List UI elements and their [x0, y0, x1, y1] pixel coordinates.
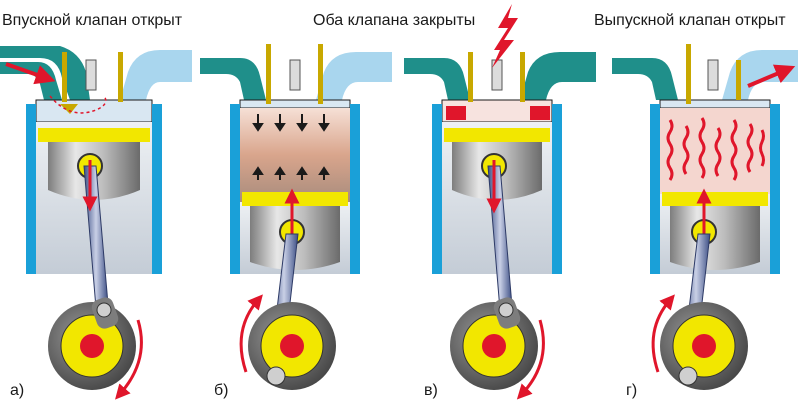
intake-flow-arrow	[5, 62, 56, 85]
stage-letter-a: а)	[10, 382, 25, 399]
stage-c-power	[404, 4, 596, 400]
stage-d-exhaust	[612, 44, 798, 390]
burned-gas-waves	[666, 117, 765, 181]
stage-letter-c: в)	[424, 382, 438, 399]
compression-arrows	[252, 114, 330, 180]
intake-pipe	[0, 46, 90, 100]
stage-a-intake	[0, 46, 192, 400]
stage-letter-d: г)	[626, 382, 638, 399]
label-intake-open: Впускной клапан открыт	[2, 12, 183, 29]
stage-b-compression	[200, 44, 392, 390]
piston-ring	[38, 128, 150, 142]
rotation-arrow	[115, 319, 143, 400]
stage-letter-b: б)	[214, 382, 229, 399]
exhaust-pipe	[120, 50, 192, 100]
ignition-spark	[492, 4, 518, 68]
cylinder-wall	[26, 104, 36, 274]
exhaust-flow-arrow	[747, 64, 796, 88]
label-both-closed: Оба клапана закрыты	[313, 12, 476, 29]
label-exhaust-open: Выпускной клапан открыт	[594, 12, 786, 29]
